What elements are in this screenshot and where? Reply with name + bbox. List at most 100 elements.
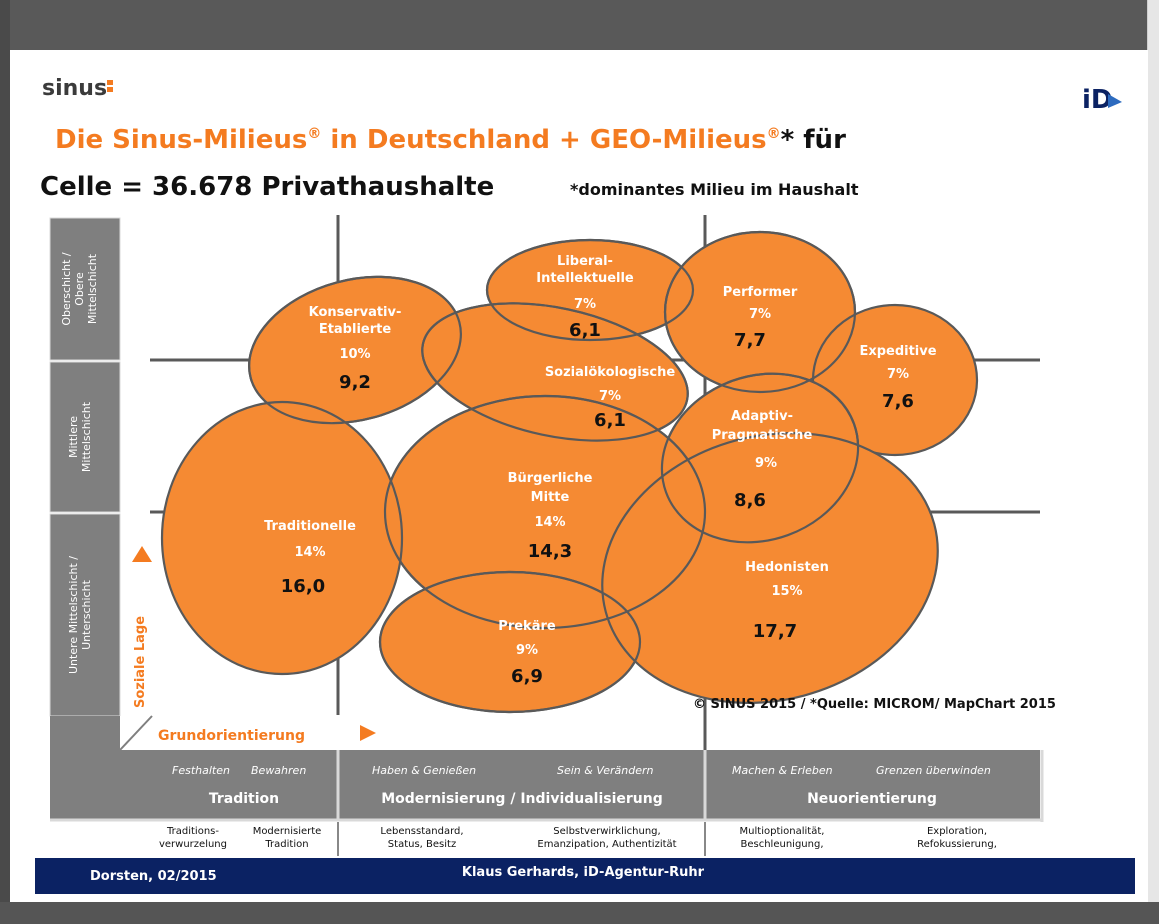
- bubble-traditionelle: [160, 400, 404, 676]
- x-axis-titles: Tradition Modernisierung / Individualisi…: [209, 791, 937, 807]
- x-subnote: Status, Besitz: [388, 839, 456, 850]
- x-group-title: Modernisierung / Individualisierung: [381, 791, 663, 807]
- x-subnote: Selbstverwirklichung,: [553, 826, 660, 837]
- milieu-name: Mitte: [531, 490, 570, 505]
- footer-bar: [35, 858, 1135, 894]
- milieu-bubbles: [160, 230, 979, 714]
- milieu-value: 6,1: [569, 320, 601, 341]
- milieu-share: 7%: [887, 367, 909, 382]
- sinus-logo-mark: [107, 80, 113, 85]
- y-band-upper-label: Mittelschicht: [86, 253, 99, 324]
- x-subnote: Modernisierte: [253, 826, 322, 837]
- x-axis-dividers: [50, 750, 1044, 822]
- subnote-dividers: [337, 822, 706, 856]
- milieu-name: Adaptiv-: [731, 409, 793, 424]
- window-bottom-bar: [0, 902, 1159, 924]
- x-subnote: Lebensstandard,: [380, 826, 463, 837]
- bubble-outlines: [248, 230, 860, 714]
- footer-author: Klaus Gerhards, iD-Agentur-Ruhr: [462, 865, 705, 880]
- milieu-value: 17,7: [753, 621, 797, 642]
- vertical-scrollbar[interactable]: [1147, 0, 1159, 924]
- x-subnote: verwurzelung: [159, 839, 227, 850]
- milieu-name: Konservativ-: [309, 305, 402, 320]
- milieu-name: Traditionelle: [264, 519, 356, 534]
- id-logo: iD: [1082, 85, 1122, 115]
- y-band-lower-label: Unterschicht: [80, 579, 93, 649]
- y-band-upper: [49, 217, 121, 361]
- milieu-value: 16,0: [281, 576, 325, 597]
- x-subnote: Multioptionalität,: [740, 826, 825, 837]
- x-group-sublabel: Machen & Erleben: [732, 764, 833, 777]
- milieu-value: 9,2: [339, 372, 371, 393]
- x-axis-bar: [150, 750, 1040, 820]
- x-subnote: Emanzipation, Authentizität: [537, 839, 676, 850]
- milieu-name: Pragmatische: [712, 428, 813, 443]
- y-band-lower-label: Untere Mittelschicht /: [67, 556, 80, 674]
- x-axis-label: Grundorientierung: [158, 728, 305, 744]
- milieu-name: Expeditive: [859, 344, 936, 359]
- id-logo-arrow: [1108, 94, 1122, 108]
- milieu-share: 9%: [755, 456, 777, 471]
- bubble-expeditive: [811, 303, 979, 457]
- slide: sinus iD Die Sinus-Milieus® in Deutschla…: [10, 50, 1148, 902]
- x-group-title: Neuorientierung: [807, 791, 937, 807]
- x-subnote: Exploration,: [927, 826, 987, 837]
- milieu-value: 8,6: [734, 490, 766, 511]
- y-band-middle: [49, 361, 121, 513]
- milieu-share: 9%: [516, 643, 538, 658]
- axis-diagonal: [119, 715, 153, 751]
- milieu-value: 7,7: [734, 330, 766, 351]
- x-group-sublabel: Sein & Verändern: [557, 764, 654, 777]
- milieu-share: 7%: [574, 297, 596, 312]
- id-logo-text: iD: [1082, 85, 1113, 115]
- title-line-1: Die Sinus-Milieus® in Deutschland + GEO-…: [55, 125, 846, 155]
- milieu-name: Liberal-: [557, 254, 613, 269]
- milieu-labels: Konservativ- Etablierte 10% 9,2 Liberal-…: [264, 254, 937, 687]
- x-subnote: Beschleunigung,: [741, 839, 824, 850]
- milieu-value: 7,6: [882, 391, 914, 412]
- milieu-share: 7%: [599, 389, 621, 404]
- title-line-2: Celle = 36.678 Privathaushalte: [40, 172, 494, 202]
- y-axis-arrow-icon: [132, 546, 152, 562]
- y-band-lower: [49, 513, 121, 717]
- source-note: © SINUS 2015 / *Quelle: MICROM/ MapChart…: [693, 697, 1056, 712]
- x-axis-subnotes: Traditions- verwurzelung Modernisierte T…: [159, 826, 997, 850]
- x-axis-sublabels: Festhalten Bewahren Haben & Genießen Sei…: [172, 764, 991, 777]
- x-subnote: Refokussierung,: [917, 839, 997, 850]
- milieu-value: 14,3: [528, 541, 572, 562]
- milieu-share: 10%: [339, 347, 370, 362]
- x-group-title: Tradition: [209, 791, 279, 807]
- milieu-name: Prekäre: [498, 619, 556, 634]
- milieu-name: Etablierte: [319, 322, 392, 337]
- x-group-sublabel: Haben & Genießen: [372, 764, 476, 777]
- y-band-upper-label: Oberschicht /: [60, 252, 73, 326]
- x-group-sublabel: Grenzen überwinden: [876, 764, 991, 777]
- window-left-frame: [0, 0, 10, 924]
- y-band-upper-label: Obere: [73, 272, 86, 306]
- x-axis-arrow-icon: [360, 725, 376, 741]
- slide-canvas: sinus iD Die Sinus-Milieus® in Deutschla…: [35, 76, 1135, 894]
- bubble-hedonisten: [601, 432, 939, 704]
- milieu-share: 14%: [294, 545, 325, 560]
- milieu-name: Sozialökologische: [545, 365, 676, 380]
- milieu-name: Hedonisten: [745, 560, 829, 575]
- milieu-name: Bürgerliche: [508, 471, 593, 486]
- x-group-sublabel: Festhalten: [172, 764, 230, 777]
- milieu-name: Intellektuelle: [536, 271, 634, 286]
- sinus-logo: sinus: [42, 76, 107, 101]
- y-band-middle-label: Mittelschicht: [80, 401, 93, 472]
- x-group-sublabel: Bewahren: [251, 764, 306, 777]
- y-axis-label: Soziale Lage: [133, 616, 148, 708]
- milieu-share: 15%: [771, 584, 802, 599]
- title-note: *dominantes Milieu im Haushalt: [570, 180, 859, 199]
- x-subnote: Tradition: [264, 839, 308, 850]
- milieu-share: 14%: [534, 515, 565, 530]
- x-subnote: Traditions-: [166, 826, 219, 837]
- sinus-logo-mark: [107, 87, 113, 92]
- y-band-middle-label: Mittlere: [67, 416, 80, 458]
- milieu-value: 6,9: [511, 666, 543, 687]
- footer-date: Dorsten, 02/2015: [90, 869, 217, 884]
- milieu-name: Performer: [723, 285, 798, 300]
- milieu-share: 7%: [749, 307, 771, 322]
- milieu-value: 6,1: [594, 410, 626, 431]
